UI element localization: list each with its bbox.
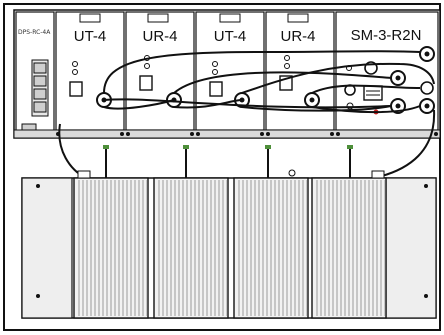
module-ur4-2: UR-4 bbox=[265, 11, 335, 131]
left-side-plate bbox=[21, 177, 73, 319]
module-top-connector bbox=[79, 13, 101, 23]
module-label: UR-4 bbox=[280, 28, 315, 45]
module-label: UT-4 bbox=[74, 28, 107, 45]
power-module: DPS-RC-4A bbox=[15, 11, 55, 137]
power-module-label: DPS-RC-4A bbox=[18, 29, 51, 36]
heatsink-enclosure bbox=[21, 169, 437, 319]
module-label: UT-4 bbox=[214, 28, 247, 45]
module-ur4-1: UR-4 bbox=[125, 11, 195, 131]
rj45-port bbox=[69, 81, 83, 97]
module-ut4-1: UT-4 bbox=[55, 11, 125, 131]
module-label: UR-4 bbox=[142, 28, 177, 45]
module-ut4-2: UT-4 bbox=[195, 11, 265, 131]
coax-cables bbox=[103, 50, 435, 114]
right-side-plate bbox=[385, 177, 437, 319]
antenna-posts bbox=[105, 146, 351, 178]
usb-port-block bbox=[363, 85, 383, 101]
heatsink-fins bbox=[78, 180, 386, 316]
rack-bottom-rail bbox=[13, 129, 441, 139]
antenna-tips bbox=[103, 145, 353, 149]
module-label: SM-3-R2N bbox=[351, 27, 422, 44]
power-switch bbox=[21, 123, 37, 131]
